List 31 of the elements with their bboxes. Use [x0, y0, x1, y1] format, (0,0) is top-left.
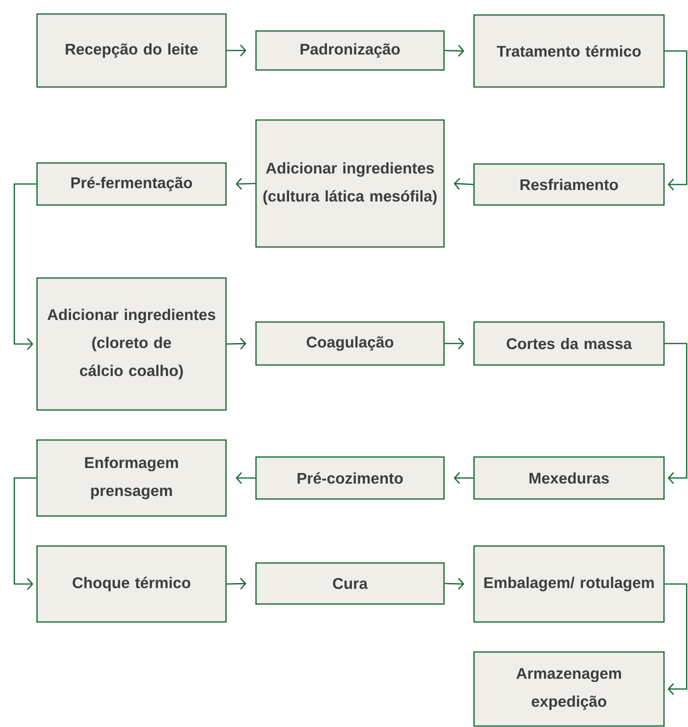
process-box: Armazenagem expedição	[473, 651, 665, 727]
arrow	[454, 472, 474, 484]
process-box: Coagulação	[255, 321, 445, 366]
arrow	[664, 583, 688, 695]
process-box: Resfriamento	[473, 163, 665, 206]
arrow	[226, 44, 246, 56]
arrow	[444, 338, 464, 350]
process-box: Embalagem/ rotulagem	[473, 545, 665, 623]
process-box: Pré-fermentação	[36, 162, 227, 206]
process-box: Pré-cozimento	[255, 456, 445, 500]
arrow	[664, 342, 688, 484]
process-box: Recepção do leite	[36, 13, 227, 88]
arrow	[444, 578, 464, 590]
arrow	[664, 50, 688, 190]
arrow	[236, 178, 256, 190]
process-box: Cortes da massa	[473, 321, 665, 366]
arrow	[226, 338, 246, 350]
arrow	[454, 178, 474, 190]
process-box: Adicionar ingredientes (cloreto de cálcio coalho)	[36, 277, 227, 411]
arrow	[14, 477, 36, 590]
process-box: Padronização	[255, 30, 445, 71]
process-box: Cura	[255, 562, 445, 605]
process-box: Choque térmico	[36, 545, 227, 623]
arrow	[14, 183, 36, 350]
arrow	[226, 578, 246, 590]
arrow	[236, 472, 256, 484]
process-box: Enformagem prensagem	[36, 439, 227, 517]
process-box: Tratamento térmico	[473, 14, 665, 88]
process-box: Adicionar ingredientes (cultura lática mesófila)	[255, 119, 445, 248]
arrow	[444, 44, 464, 57]
process-box: Mexeduras	[473, 456, 665, 500]
